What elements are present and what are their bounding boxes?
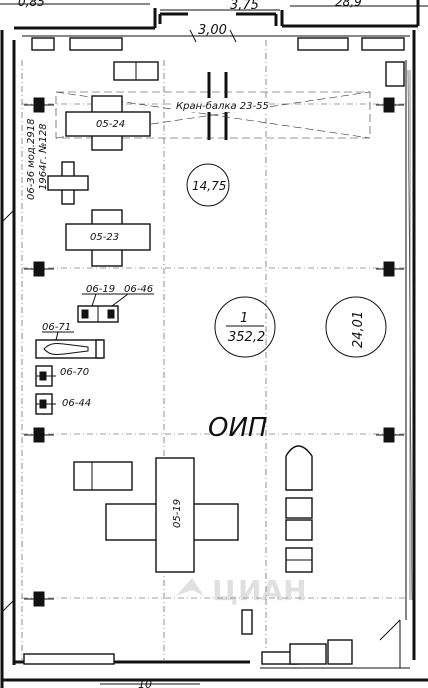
area-24-01: 24,01 xyxy=(325,296,387,358)
equipment-label-06-71: 06-71 xyxy=(42,322,71,333)
right-wall-openings xyxy=(407,69,413,601)
equipment-05-24: 05-24 xyxy=(65,95,151,151)
equipment-06-71: 06-71 xyxy=(35,322,105,359)
room-name: ОИП xyxy=(208,413,267,443)
top-dim-left: 0,85 xyxy=(18,0,45,9)
room-area: 352,2 xyxy=(228,330,265,345)
left-columns xyxy=(24,97,54,607)
wall-niches xyxy=(31,37,405,87)
watermark-text: ЦИАН xyxy=(212,574,307,607)
equipment-bench xyxy=(73,461,133,491)
equipment-06-36 xyxy=(47,161,89,205)
room-tag: 1 352,2 xyxy=(214,296,276,358)
area-value-14-75: 14,75 xyxy=(192,179,226,193)
equipment-label-06-44: 06-44 xyxy=(62,398,91,409)
crane-label: Кран-балка 23-55 xyxy=(176,100,269,112)
equipment-05-19: 05-19 xyxy=(105,457,239,573)
top-dim-span: 3,00 xyxy=(198,23,227,38)
watermark-logo-icon xyxy=(176,578,204,596)
equipment-label-05-24: 05-24 xyxy=(96,119,125,130)
equipment-cabinets xyxy=(285,445,313,573)
watermark: ЦИАН xyxy=(176,574,307,607)
equipment-note: 06-36 мод.2918 1964г. №128 xyxy=(26,119,49,200)
left-wall-breaks xyxy=(1,209,15,613)
right-columns xyxy=(376,97,404,443)
area-value-24-01: 24,01 xyxy=(351,311,366,348)
equipment-label-06-19: 06-19 xyxy=(86,284,115,295)
equipment-06-44: 06-44 xyxy=(35,393,91,415)
equipment-06-19-06-46: 06-19 06-46 xyxy=(77,284,154,323)
bottom-fixtures xyxy=(23,609,353,665)
note-line-2: 1964г. №128 xyxy=(38,123,49,190)
equipment-05-23: 05-23 xyxy=(65,209,151,267)
equipment-label-06-70: 06-70 xyxy=(60,367,89,378)
equipment-06-70: 06-70 xyxy=(35,365,89,387)
equipment-label-05-23: 05-23 xyxy=(90,232,119,243)
top-dim-right: 28,9 xyxy=(335,0,362,9)
equipment-label-06-46: 06-46 xyxy=(124,284,153,295)
bottom-dim-value: 10 xyxy=(138,678,152,688)
top-dimensions: 0,85 3,75 28,9 3,00 xyxy=(0,0,428,43)
bottom-dimension: 10 xyxy=(100,678,200,688)
room-number: 1 xyxy=(240,311,248,326)
crane-beam: Кран-балка 23-55 xyxy=(55,91,371,139)
top-dim-center: 3,75 xyxy=(230,0,259,13)
equipment-label-05-19: 05-19 xyxy=(172,499,183,528)
note-line-1: 06-36 мод.2918 xyxy=(26,119,37,200)
area-14-75: 14,75 xyxy=(186,163,230,207)
